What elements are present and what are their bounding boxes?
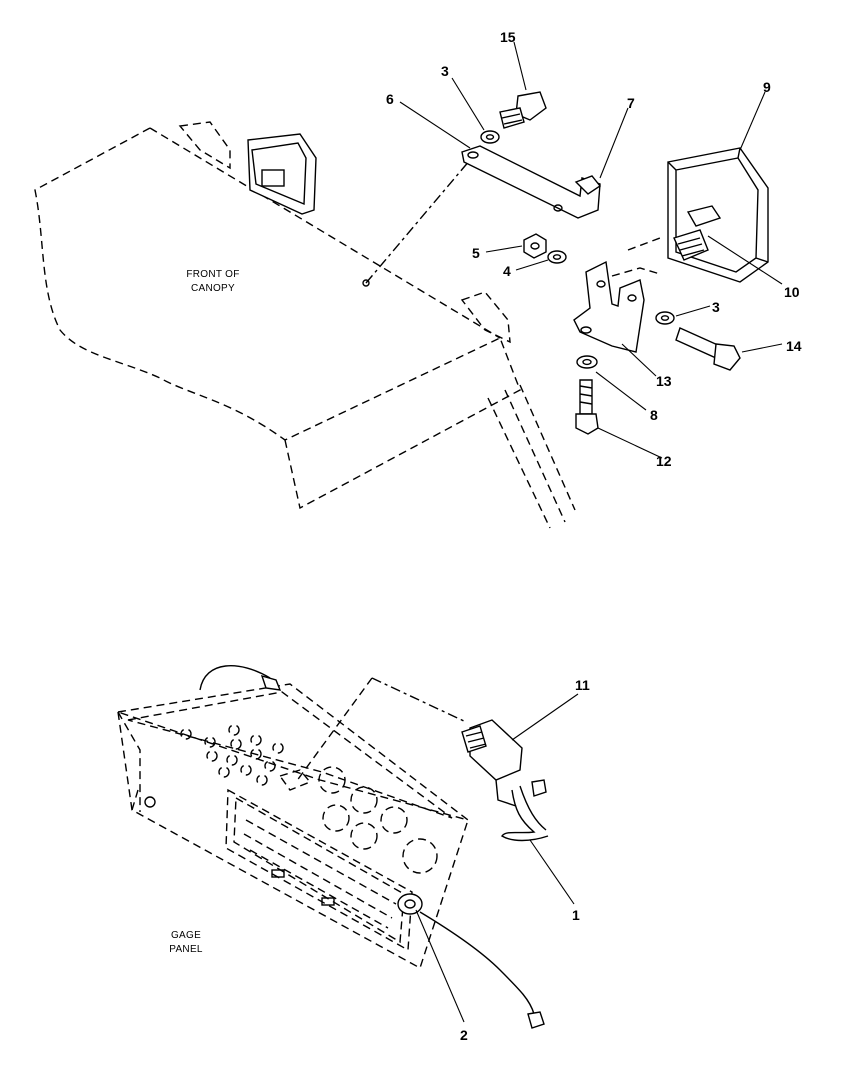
harness-1	[501, 779, 549, 842]
gage-panel-label: GAGE	[171, 930, 201, 941]
callout-6: 6	[386, 91, 394, 107]
callout-5: 5	[472, 245, 480, 261]
callout-3: 3	[712, 299, 720, 315]
nut-5	[523, 233, 547, 259]
callout-15: 15	[500, 29, 516, 45]
callout-7: 7	[627, 95, 635, 111]
rear-lamp	[247, 133, 317, 215]
callout-9: 9	[763, 79, 771, 95]
bolt-12	[575, 379, 599, 435]
front-of-canopy-label: FRONT OF	[186, 269, 239, 280]
washer-8	[576, 355, 598, 369]
bracket-6	[461, 145, 602, 219]
callout-10: 10	[784, 284, 800, 300]
gage-panel-label: PANEL	[169, 944, 203, 955]
callout-14: 14	[786, 338, 802, 354]
callout-12: 12	[656, 453, 672, 469]
bracket-13	[573, 260, 645, 353]
callout-2: 2	[460, 1027, 468, 1043]
callout-4: 4	[503, 263, 511, 279]
mount-center-line	[365, 159, 471, 284]
washer-4	[547, 250, 567, 264]
canopy-roof	[34, 121, 576, 529]
callout-13: 13	[656, 373, 672, 389]
bolt-15	[499, 91, 547, 129]
callout-3: 3	[441, 63, 449, 79]
work-lamp-9	[667, 147, 769, 283]
callout-1: 1	[572, 907, 580, 923]
front-of-canopy-label: CANOPY	[191, 283, 235, 294]
gage-panel	[117, 665, 469, 970]
callout-11: 11	[575, 677, 590, 693]
component-11	[461, 719, 523, 807]
washer-3-top	[480, 130, 500, 144]
callout-8: 8	[650, 407, 658, 423]
bolt-14	[675, 327, 741, 371]
switch-2	[397, 893, 545, 1029]
washer-3-right	[655, 311, 675, 325]
